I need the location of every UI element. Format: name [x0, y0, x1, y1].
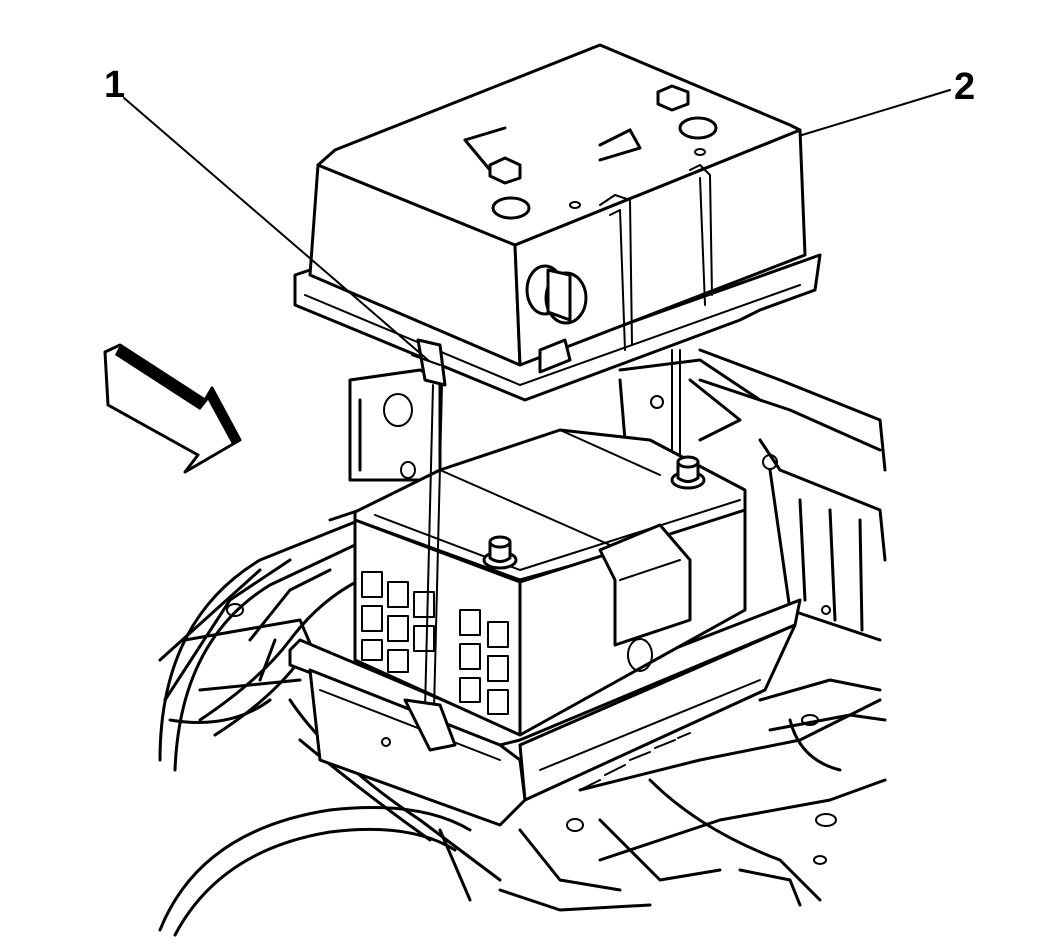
callout-label-1: 1	[104, 64, 126, 106]
cover-vent-plug	[525, 264, 588, 325]
vehicle-body-background	[158, 348, 887, 937]
leader-line-2	[801, 89, 951, 136]
battery-terminal-negative	[670, 455, 706, 490]
battery	[353, 428, 747, 737]
battery-terminal-positive	[482, 535, 518, 570]
direction-arrow-icon	[103, 343, 242, 474]
leader-line-1	[123, 97, 429, 361]
alignment-lines	[403, 349, 681, 752]
battery-hold-down-strap	[598, 523, 692, 672]
cover-latch-clip	[411, 338, 447, 387]
battery-cover	[293, 43, 822, 402]
battery-cell-grid	[361, 571, 509, 715]
callout-label-2: 2	[954, 66, 976, 108]
